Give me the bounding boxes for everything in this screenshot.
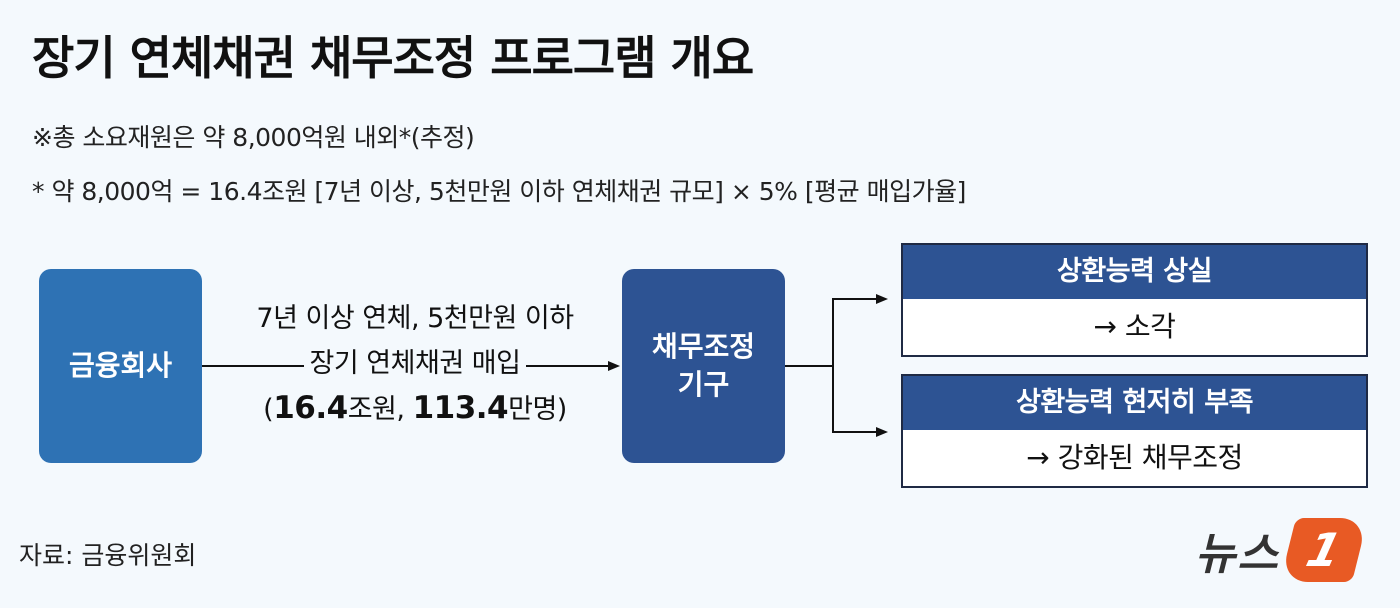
outcome-box-loss: 상환능력 상실 → 소각 <box>901 243 1368 357</box>
branch-upper-line <box>832 298 876 300</box>
source-credit: 자료: 금융위원회 <box>19 541 197 570</box>
arrow-right-icon <box>876 294 888 304</box>
logo-badge-icon: 1 <box>1279 518 1368 582</box>
outcome-condition: 상환능력 현저히 부족 <box>903 376 1366 430</box>
logo-text: 뉴스 <box>1195 529 1280 580</box>
flow-label-line2: 장기 연체채권 매입 <box>303 348 527 379</box>
arrow-right-icon <box>876 427 888 437</box>
outcome-box-insufficient: 상환능력 현저히 부족 → 강화된 채무조정 <box>901 374 1368 488</box>
financial-company-label: 금융회사 <box>68 349 173 383</box>
flow-label-line1: 7년 이상 연체, 5천만원 이하 <box>256 303 574 334</box>
news1-logo: 뉴스 1 <box>1195 518 1368 582</box>
branch-vertical-line <box>832 298 834 433</box>
financial-company-node: 금융회사 <box>39 269 202 463</box>
agency-label-line2: 기구 <box>677 368 730 401</box>
arrow-right-icon <box>608 361 620 371</box>
flow-label-line3: (16.4조원, 113.4만명) <box>263 390 567 426</box>
outcome-result: → 강화된 채무조정 <box>1026 441 1243 474</box>
purchase-flow-label: 7년 이상 연체, 5천만원 이하 장기 연체채권 매입 (16.4조원, 11… <box>210 296 620 432</box>
outcome-result: → 소각 <box>1093 310 1176 343</box>
people-value: 113.4 <box>412 390 509 426</box>
debt-adjustment-agency-node: 채무조정 기구 <box>622 269 785 463</box>
outcome-condition: 상환능력 상실 <box>903 245 1366 299</box>
amount-value: 16.4 <box>273 390 348 426</box>
funding-note: ※총 소요재원은 약 8,000억원 내외*(추정) <box>32 123 475 152</box>
page-title: 장기 연체채권 채무조정 프로그램 개요 <box>32 31 754 85</box>
branch-stem-line <box>785 365 833 367</box>
agency-label-line1: 채무조정 <box>651 330 756 364</box>
calculation-note: * 약 8,000억 = 16.4조원 [7년 이상, 5천만원 이하 연체채권… <box>32 177 966 206</box>
branch-lower-line <box>832 431 876 433</box>
